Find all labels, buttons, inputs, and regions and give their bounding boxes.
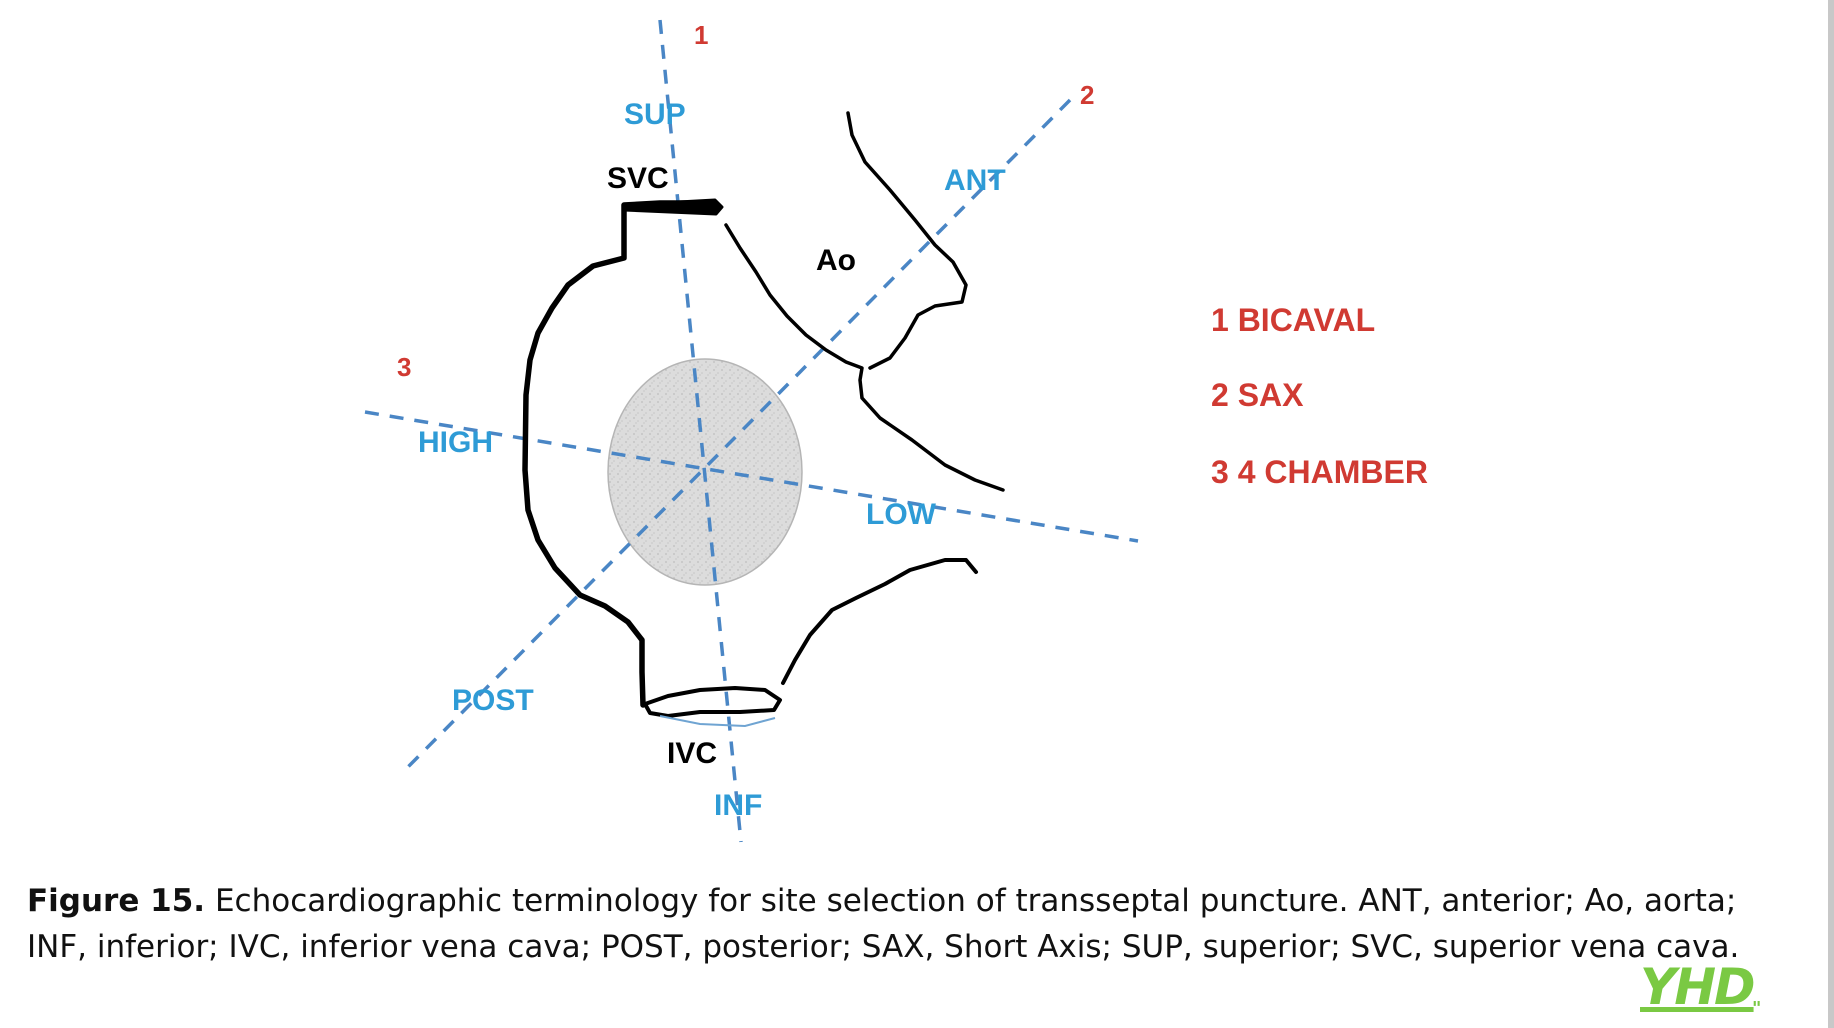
caption-lead: Figure 15. <box>27 883 206 919</box>
figure-caption: Figure 15. Echocardiographic terminology… <box>27 878 1787 970</box>
aortic-root-outline <box>846 111 968 370</box>
ao-label: Ao <box>816 244 856 277</box>
aorta-outline <box>724 223 1005 492</box>
bicaval-axis-line <box>658 19 743 843</box>
caption-text: Echocardiographic terminology for site s… <box>27 883 1740 965</box>
yhd-logo-mark: " <box>1752 998 1762 1019</box>
ivc-label: IVC <box>667 737 717 770</box>
ant-label: ANT <box>944 164 1006 197</box>
legend-item-four-chamber: 3 4 CHAMBER <box>1211 454 1428 490</box>
legend-item-sax: 2 SAX <box>1211 377 1304 413</box>
post-label: POST <box>452 684 534 717</box>
low-label: LOW <box>866 498 937 531</box>
ivc-inner-line <box>659 715 776 728</box>
four-chamber-axis-number: 3 <box>397 352 411 382</box>
bicaval-axis-number: 1 <box>694 20 708 50</box>
echo-terminology-diagram: 1 2 3 SUP INF ANT POST HIGH LOW SVC IVC … <box>364 19 1428 843</box>
sax-axis-number: 2 <box>1080 80 1094 110</box>
ivc-opening <box>643 686 782 718</box>
four-chamber-axis-line <box>364 410 1139 543</box>
high-label: HIGH <box>418 426 493 459</box>
yhd-logo: YHD <box>1640 958 1756 1016</box>
svc-cap <box>622 198 724 216</box>
lower-ra-wall <box>781 558 978 685</box>
svc-label: SVC <box>607 162 669 195</box>
legend-item-bicaval: 1 BICAVAL <box>1211 302 1375 338</box>
inf-label: INF <box>714 789 762 822</box>
sax-axis-line <box>401 98 1072 774</box>
right-border <box>1828 0 1834 1028</box>
right-atrium-outline <box>522 200 718 708</box>
sup-label: SUP <box>624 98 686 131</box>
